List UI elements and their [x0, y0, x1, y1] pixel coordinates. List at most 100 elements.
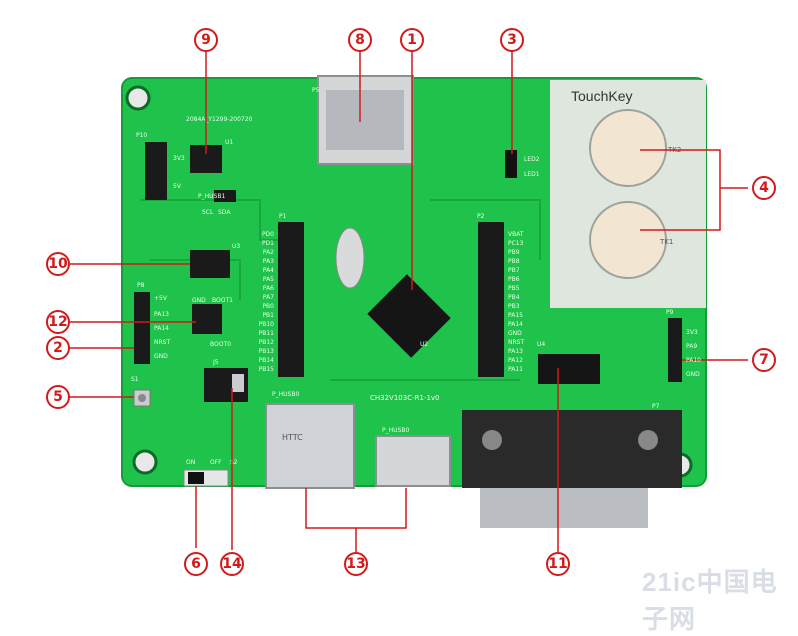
usb-c-port [375, 435, 451, 487]
watermark: 21ic中国电子网 [642, 567, 778, 634]
svg-text:S1: S1 [131, 376, 139, 383]
touch-label-1: TK1 [659, 238, 673, 246]
svg-text:U3: U3 [232, 243, 240, 250]
p1-pin-label: PD1 [262, 240, 274, 247]
svg-text:LED1: LED1 [524, 171, 540, 178]
svg-text:OFF: OFF [210, 459, 222, 466]
p1-pin-label: PB15 [259, 366, 275, 373]
p2-pin-label: PB5 [508, 285, 520, 292]
p8-header [134, 292, 150, 364]
p2-pin-label: PA13 [508, 348, 523, 355]
p1-pin-label: PB14 [259, 357, 275, 364]
p2-pin-label: GND [508, 330, 522, 337]
svg-text:GND: GND [192, 297, 206, 304]
u4-chip [190, 250, 230, 278]
boot-jumpers [192, 304, 222, 334]
callout-6: 6 [184, 552, 208, 576]
p1-pin-label: PA3 [263, 258, 274, 265]
svg-text:HTTC: HTTC [282, 433, 303, 442]
silkscreen-id: 2084A_Y1299-200720 [186, 116, 253, 123]
svg-text:SCL: SCL [202, 209, 214, 216]
svg-text:P_HUSB1: P_HUSB1 [198, 193, 225, 200]
p9-pin-label: PA9 [686, 343, 697, 350]
svg-text:P10: P10 [136, 132, 147, 139]
callout-11: 11 [546, 552, 570, 576]
callout-8: 8 [348, 28, 372, 52]
p9-pin-label: GND [686, 371, 700, 378]
svg-text:U4: U4 [537, 341, 545, 348]
p1-pin-label: PA5 [263, 276, 274, 283]
u5-chip [538, 354, 600, 384]
p9-pin-label: PA10 [686, 357, 701, 364]
usb-a-port [265, 403, 355, 489]
p2-pin-label: PB4 [508, 294, 520, 301]
svg-text:ON: ON [186, 459, 195, 466]
svg-text:GND: GND [154, 353, 168, 360]
mcu-u3 [367, 274, 451, 358]
p1-header [278, 222, 304, 377]
callout-12: 12 [46, 310, 70, 334]
svg-text:P9: P9 [666, 309, 674, 316]
svg-text:SDA: SDA [218, 209, 231, 216]
svg-text:PA13: PA13 [154, 311, 169, 318]
svg-text:S2: S2 [230, 459, 238, 466]
sd-label: P5 [312, 87, 320, 94]
svg-text:P7: P7 [652, 403, 660, 410]
callout-4: 4 [752, 176, 776, 200]
board-photo: TouchKey TK2 TK1 P5 2084A_Y1299-200720 U… [60, 52, 748, 552]
svg-text:5V: 5V [173, 183, 182, 190]
touch-pad-2 [589, 109, 667, 187]
p1-pin-label: PB11 [259, 330, 275, 337]
p2-pin-label: PB9 [508, 249, 520, 256]
callout-5: 5 [46, 385, 70, 409]
db9-connector [462, 410, 682, 528]
p2-pin-label: PC13 [508, 240, 524, 247]
j5-jumper [214, 190, 236, 202]
p2-pin-label: PB6 [508, 276, 520, 283]
svg-text:BOOT0: BOOT0 [210, 341, 231, 348]
svg-text:NRST: NRST [154, 339, 170, 346]
p2-pin-label: PB3 [508, 303, 520, 310]
p2-pin-label: PA11 [508, 366, 523, 373]
touch-pad-1 [589, 201, 667, 279]
p1-pin-label: PB0 [262, 303, 274, 310]
callout-7: 7 [752, 348, 776, 372]
p2-pin-label: NRST [508, 339, 524, 346]
svg-text:BOOT1: BOOT1 [212, 297, 233, 304]
touch-key-title: TouchKey [571, 88, 632, 104]
p2-pin-label: PA14 [508, 321, 523, 328]
leds [505, 150, 517, 178]
p1-pin-label: PA4 [263, 267, 274, 274]
svg-text:P8: P8 [137, 282, 145, 289]
board-model: CH32V103C-R1-1v0 [370, 394, 440, 402]
p1-pin-label: PB12 [259, 339, 275, 346]
p2-pin-label: VBAT [508, 231, 524, 238]
p2-pin-label: PB7 [508, 267, 520, 274]
callout-3: 3 [500, 28, 524, 52]
p1-pin-label: PB1 [262, 312, 274, 319]
callout-2: 2 [46, 336, 70, 360]
callout-13: 13 [344, 552, 368, 576]
p1-pin-label: PB13 [259, 348, 275, 355]
p1-pin-label: PD0 [262, 231, 274, 238]
crystal-y1 [335, 227, 365, 289]
svg-text:LED2: LED2 [524, 156, 540, 163]
p2-pin-label: PB8 [508, 258, 520, 265]
svg-text:P_HUSB0: P_HUSB0 [272, 391, 299, 398]
svg-text:J5: J5 [212, 359, 219, 366]
p9-header [668, 318, 682, 382]
p2-pin-label: PA12 [508, 357, 523, 364]
callout-10: 10 [46, 252, 70, 276]
svg-text:+5V: +5V [154, 295, 168, 302]
svg-text:P2: P2 [477, 213, 485, 220]
callout-lines [60, 52, 748, 552]
svg-text:P_HUSB0: P_HUSB0 [382, 427, 409, 434]
p1-pin-label: PA7 [263, 294, 274, 301]
svg-text:PA14: PA14 [154, 325, 169, 332]
p9-pin-label: 3V3 [686, 329, 698, 336]
svg-text:P1: P1 [279, 213, 287, 220]
p1-pin-label: PA6 [263, 285, 274, 292]
svg-text:U1: U1 [225, 139, 233, 146]
callout-1: 1 [400, 28, 424, 52]
callout-9: 9 [194, 28, 218, 52]
